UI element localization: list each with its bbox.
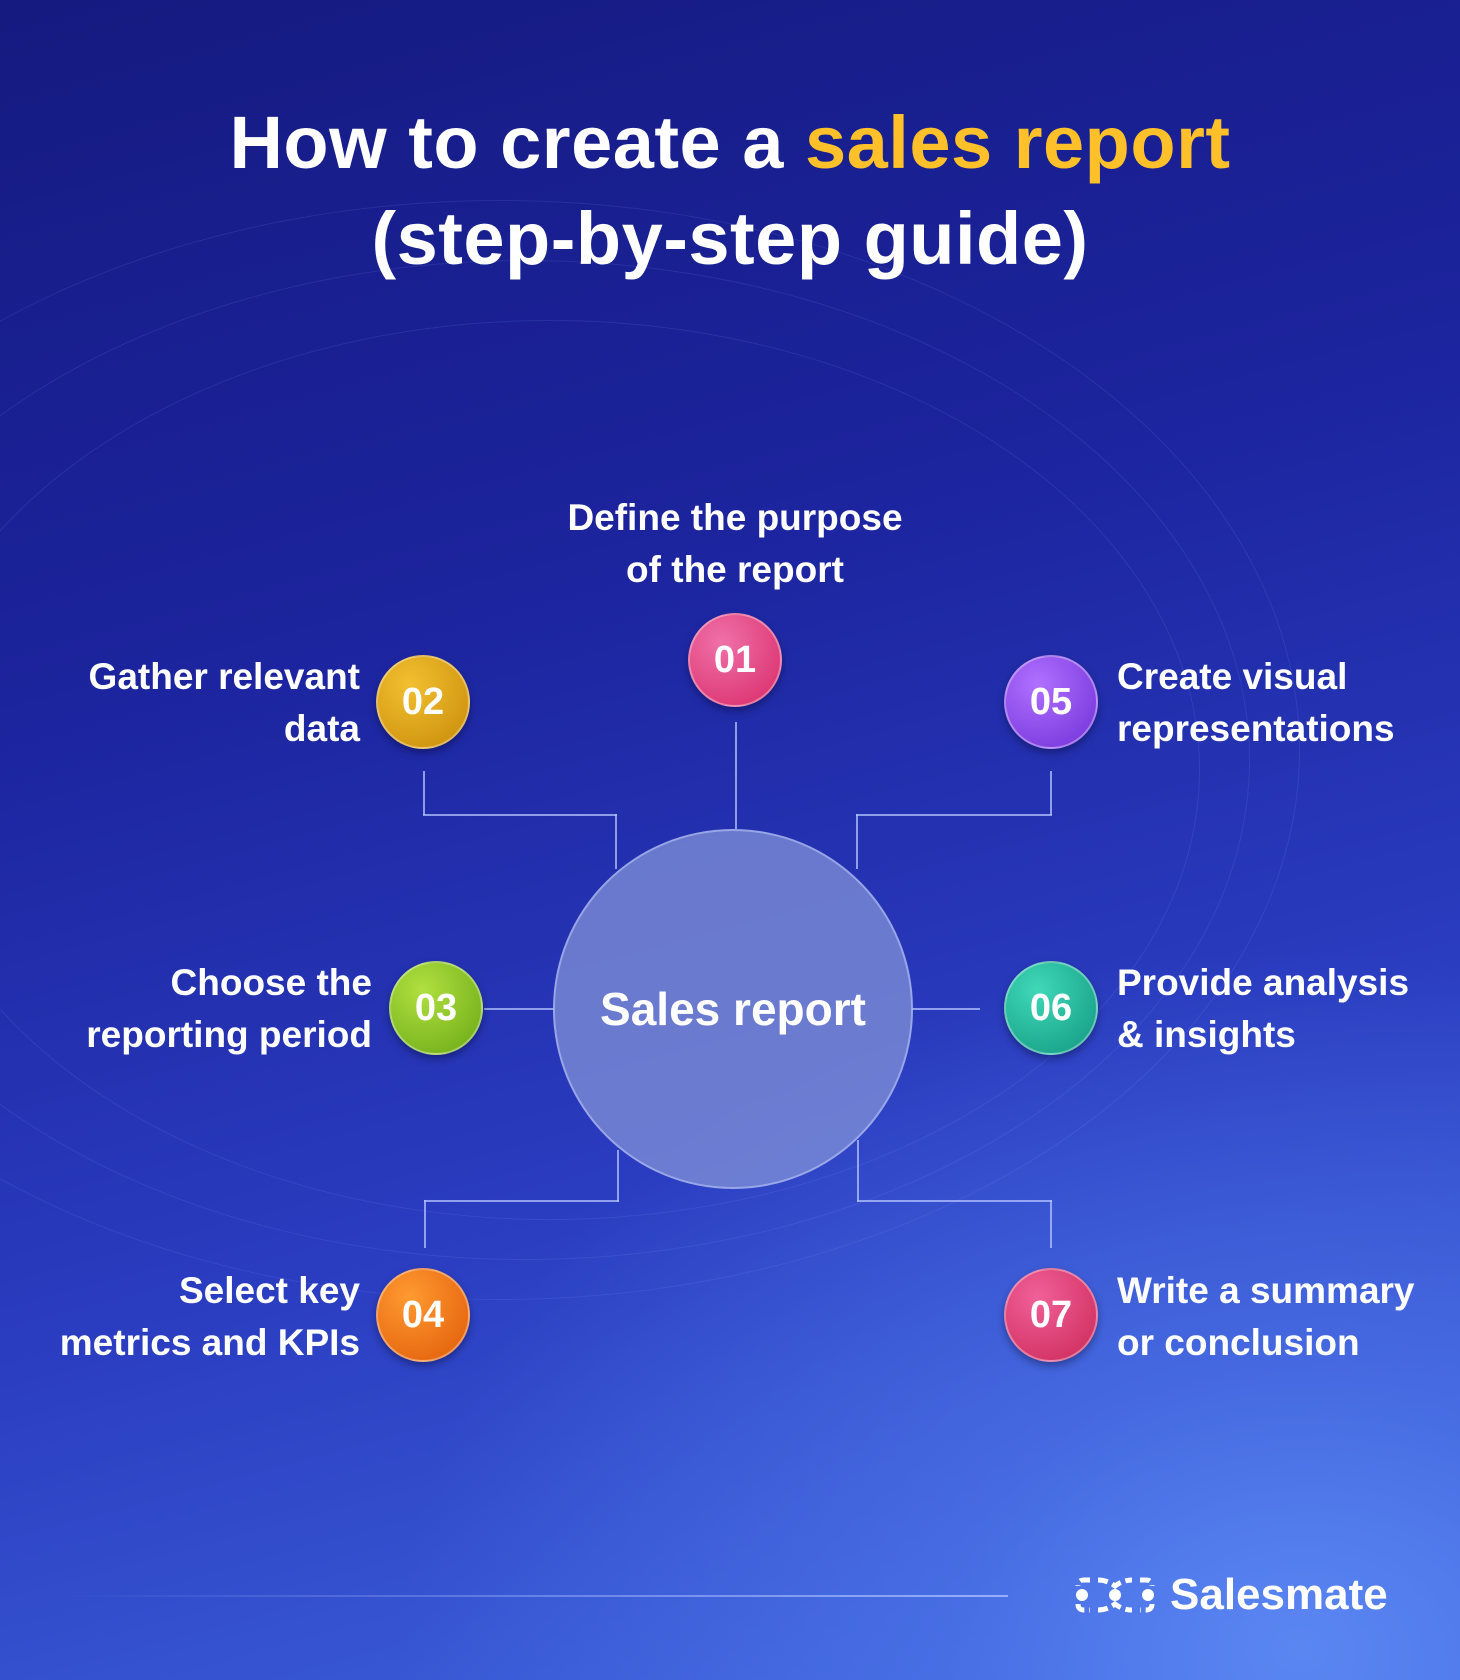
connector-02 — [423, 771, 425, 815]
step-07-label: Write a summary or conclusion — [1117, 1265, 1457, 1369]
connector-01 — [735, 722, 737, 829]
step-05-badge: 05 — [1004, 655, 1098, 749]
label-line: representations — [1117, 708, 1395, 749]
connector-07 — [857, 1200, 1052, 1202]
connector-03 — [484, 1008, 554, 1010]
step-04-badge: 04 — [376, 1268, 470, 1362]
connector-04 — [424, 1200, 619, 1202]
page-title-line2: (step-by-step guide) — [371, 197, 1089, 280]
title-accent: sales report — [804, 101, 1231, 184]
center-label: Sales report — [600, 983, 866, 1035]
label-line: reporting period — [86, 1014, 372, 1055]
footer-divider — [64, 1595, 1008, 1597]
brand-name: Salesmate — [1170, 1570, 1388, 1619]
salesmate-logo-icon — [1075, 1577, 1155, 1613]
title-prefix: How to create a — [229, 101, 805, 184]
step-01-badge: 01 — [688, 613, 782, 707]
center-hub: Sales report — [553, 829, 913, 1189]
step-06-label: Provide analysis & insights — [1117, 957, 1457, 1061]
step-06-badge: 06 — [1004, 961, 1098, 1055]
step-02-label: Gather relevant data — [20, 651, 360, 755]
step-03-badge: 03 — [389, 961, 483, 1055]
label-line: metrics and KPIs — [59, 1322, 360, 1363]
connector-04 — [424, 1200, 426, 1248]
connector-02 — [615, 814, 617, 869]
connector-05 — [1050, 771, 1052, 815]
step-05-label: Create visual representations — [1117, 651, 1457, 755]
label-line: Select key — [178, 1270, 360, 1311]
step-02-badge: 02 — [376, 655, 470, 749]
step-07-badge: 07 — [1004, 1268, 1098, 1362]
label-line: & insights — [1117, 1014, 1296, 1055]
connector-02 — [423, 814, 617, 816]
brand-logo: Salesmate — [1074, 1570, 1388, 1620]
step-04-label: Select key metrics and KPIs — [20, 1265, 360, 1369]
step-03-label: Choose the reporting period — [20, 957, 372, 1061]
label-line: Gather relevant — [88, 656, 360, 697]
connector-05 — [856, 814, 1052, 816]
page-title-line1: How to create a sales report — [0, 100, 1460, 185]
step-01-label: Define the purpose of the report — [485, 492, 985, 596]
label-line: or conclusion — [1117, 1322, 1360, 1363]
label-line: Choose the — [170, 962, 372, 1003]
label-line: Create visual — [1117, 656, 1348, 697]
label-line: Define the purpose — [567, 497, 903, 538]
label-line: Write a summary — [1117, 1270, 1415, 1311]
connector-04 — [617, 1150, 619, 1202]
connector-05 — [856, 814, 858, 869]
label-line: data — [283, 708, 360, 749]
label-line: Provide analysis — [1117, 962, 1410, 1003]
connector-06 — [912, 1008, 980, 1010]
connector-07 — [1050, 1200, 1052, 1248]
connector-07 — [857, 1140, 859, 1202]
label-line: of the report — [626, 549, 844, 590]
